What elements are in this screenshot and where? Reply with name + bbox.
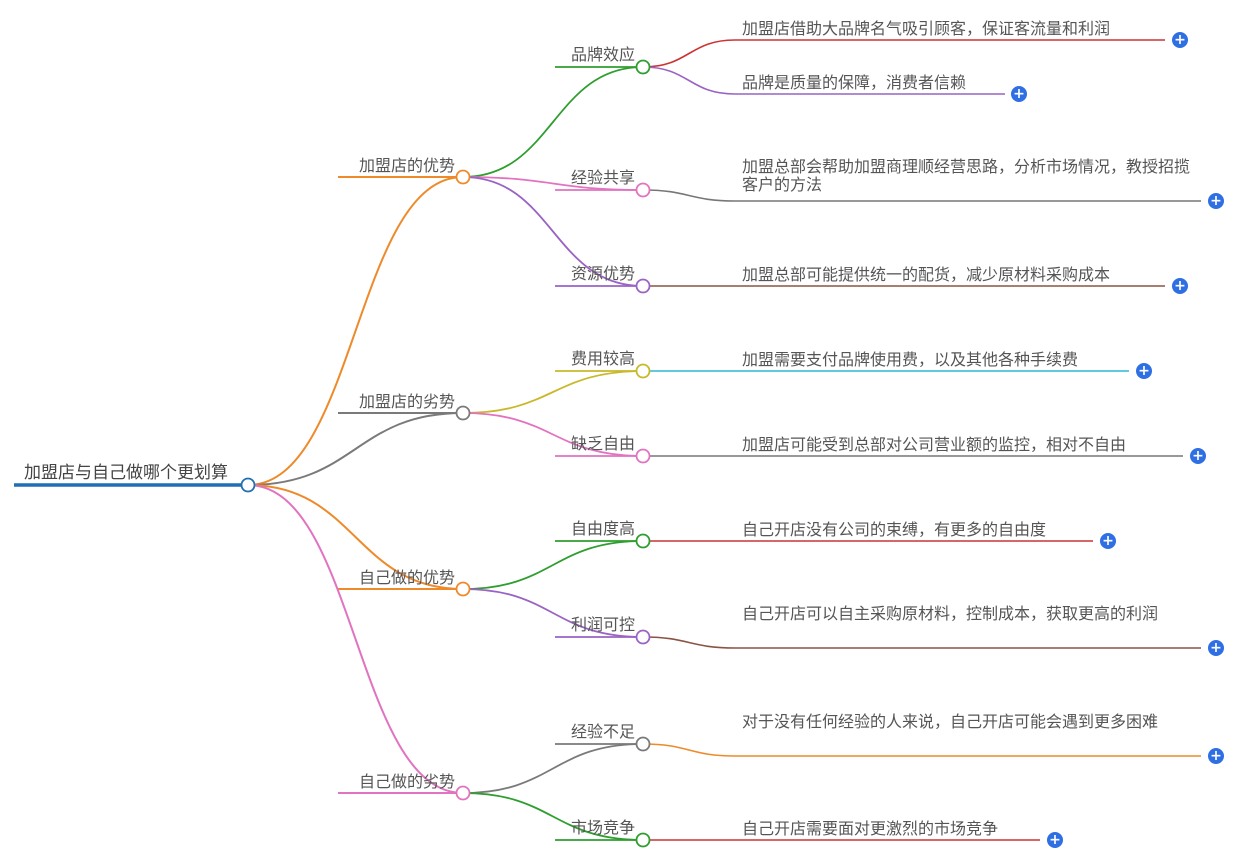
subtopic-link: [462, 370, 644, 414]
subtopic-label: 自由度高: [570, 519, 635, 538]
branch-node: [455, 581, 471, 597]
root-topic: 加盟店与自己做哪个更划算: [24, 463, 228, 483]
subtopic-node: [635, 629, 651, 645]
subtopic-label: 品牌效应: [570, 45, 635, 64]
leaf-link: [642, 743, 736, 757]
expand-plus-icon[interactable]: +: [1208, 193, 1224, 209]
subtopic-label: 利润可控: [570, 615, 635, 634]
subtopic-link: [462, 412, 644, 457]
subtopic-node: [635, 533, 651, 549]
subtopic-node: [635, 182, 651, 198]
leaf-text: 品牌是质量的保障，消费者信赖: [742, 73, 967, 92]
leaf-link: [642, 636, 736, 649]
leaf-text: 对于没有任何经验的人来说，自己开店可能会遇到更多困难: [742, 712, 1159, 731]
subtopic-node: [635, 278, 651, 294]
subtopic-label: 资源优势: [570, 264, 635, 283]
leaf-text: 加盟需要支付品牌使用费，以及其他各种手续费: [742, 350, 1079, 369]
branch-topic: 自己做的优势: [358, 568, 455, 587]
subtopic-link: [462, 66, 644, 178]
subtopic-label: 经验不足: [570, 722, 635, 741]
leaf-text: 加盟店借助大品牌名气吸引顾客，保证客流量和利润: [742, 19, 1111, 38]
branch-link: [247, 176, 464, 486]
leaf-link: [642, 39, 736, 68]
subtopic-link: [462, 588, 644, 638]
branch-node: [455, 169, 471, 185]
expand-plus-icon[interactable]: +: [1208, 748, 1224, 764]
expand-plus-icon[interactable]: +: [1011, 86, 1027, 102]
branch-topic: 自己做的劣势: [358, 772, 455, 791]
expand-plus-icon[interactable]: +: [1136, 363, 1152, 379]
leaf-text: 自己开店可以自主采购原材料，控制成本，获取更高的利润: [742, 604, 1159, 623]
branch-topic: 加盟店的劣势: [358, 392, 455, 411]
branch-node: [455, 405, 471, 421]
subtopic-link: [462, 792, 644, 841]
subtopic-label: 市场竞争: [570, 818, 635, 837]
subtopic-label: 经验共享: [570, 168, 635, 187]
subtopic-label: 费用较高: [570, 349, 635, 368]
subtopic-link: [462, 743, 644, 794]
expand-plus-icon[interactable]: +: [1100, 533, 1116, 549]
subtopic-node: [635, 832, 651, 848]
branch-node: [455, 785, 471, 801]
expand-plus-icon[interactable]: +: [1208, 640, 1224, 656]
expand-plus-icon[interactable]: +: [1172, 278, 1188, 294]
branch-link: [247, 412, 464, 486]
subtopic-node: [635, 448, 651, 464]
subtopic-label: 缺乏自由: [570, 434, 635, 453]
leaf-text: 自己开店需要面对更激烈的市场竞争: [742, 819, 999, 838]
leaf-text: 加盟店可能受到总部对公司营业额的监控，相对不自由: [742, 435, 1127, 454]
leaf-text: 加盟总部会帮助加盟商理顺经营思路，分析市场情况，教授招揽客户的方法: [742, 157, 1191, 194]
expand-plus-icon[interactable]: +: [1172, 32, 1188, 48]
expand-plus-icon[interactable]: +: [1190, 448, 1206, 464]
leaf-link: [642, 66, 736, 95]
leaf-text: 自己开店没有公司的束缚，有更多的自由度: [742, 520, 1047, 539]
leaf-text: 加盟总部可能提供统一的配货，减少原材料采购成本: [742, 265, 1111, 284]
subtopic-link: [462, 176, 644, 287]
subtopic-node: [635, 59, 651, 75]
subtopic-link: [462, 540, 644, 590]
root-node: [240, 477, 256, 493]
subtopic-node: [635, 363, 651, 379]
branch-link: [247, 484, 464, 794]
leaf-link: [642, 189, 736, 202]
branch-topic: 加盟店的优势: [358, 156, 455, 175]
subtopic-node: [635, 736, 651, 752]
expand-plus-icon[interactable]: +: [1047, 832, 1063, 848]
branch-link: [247, 484, 464, 590]
